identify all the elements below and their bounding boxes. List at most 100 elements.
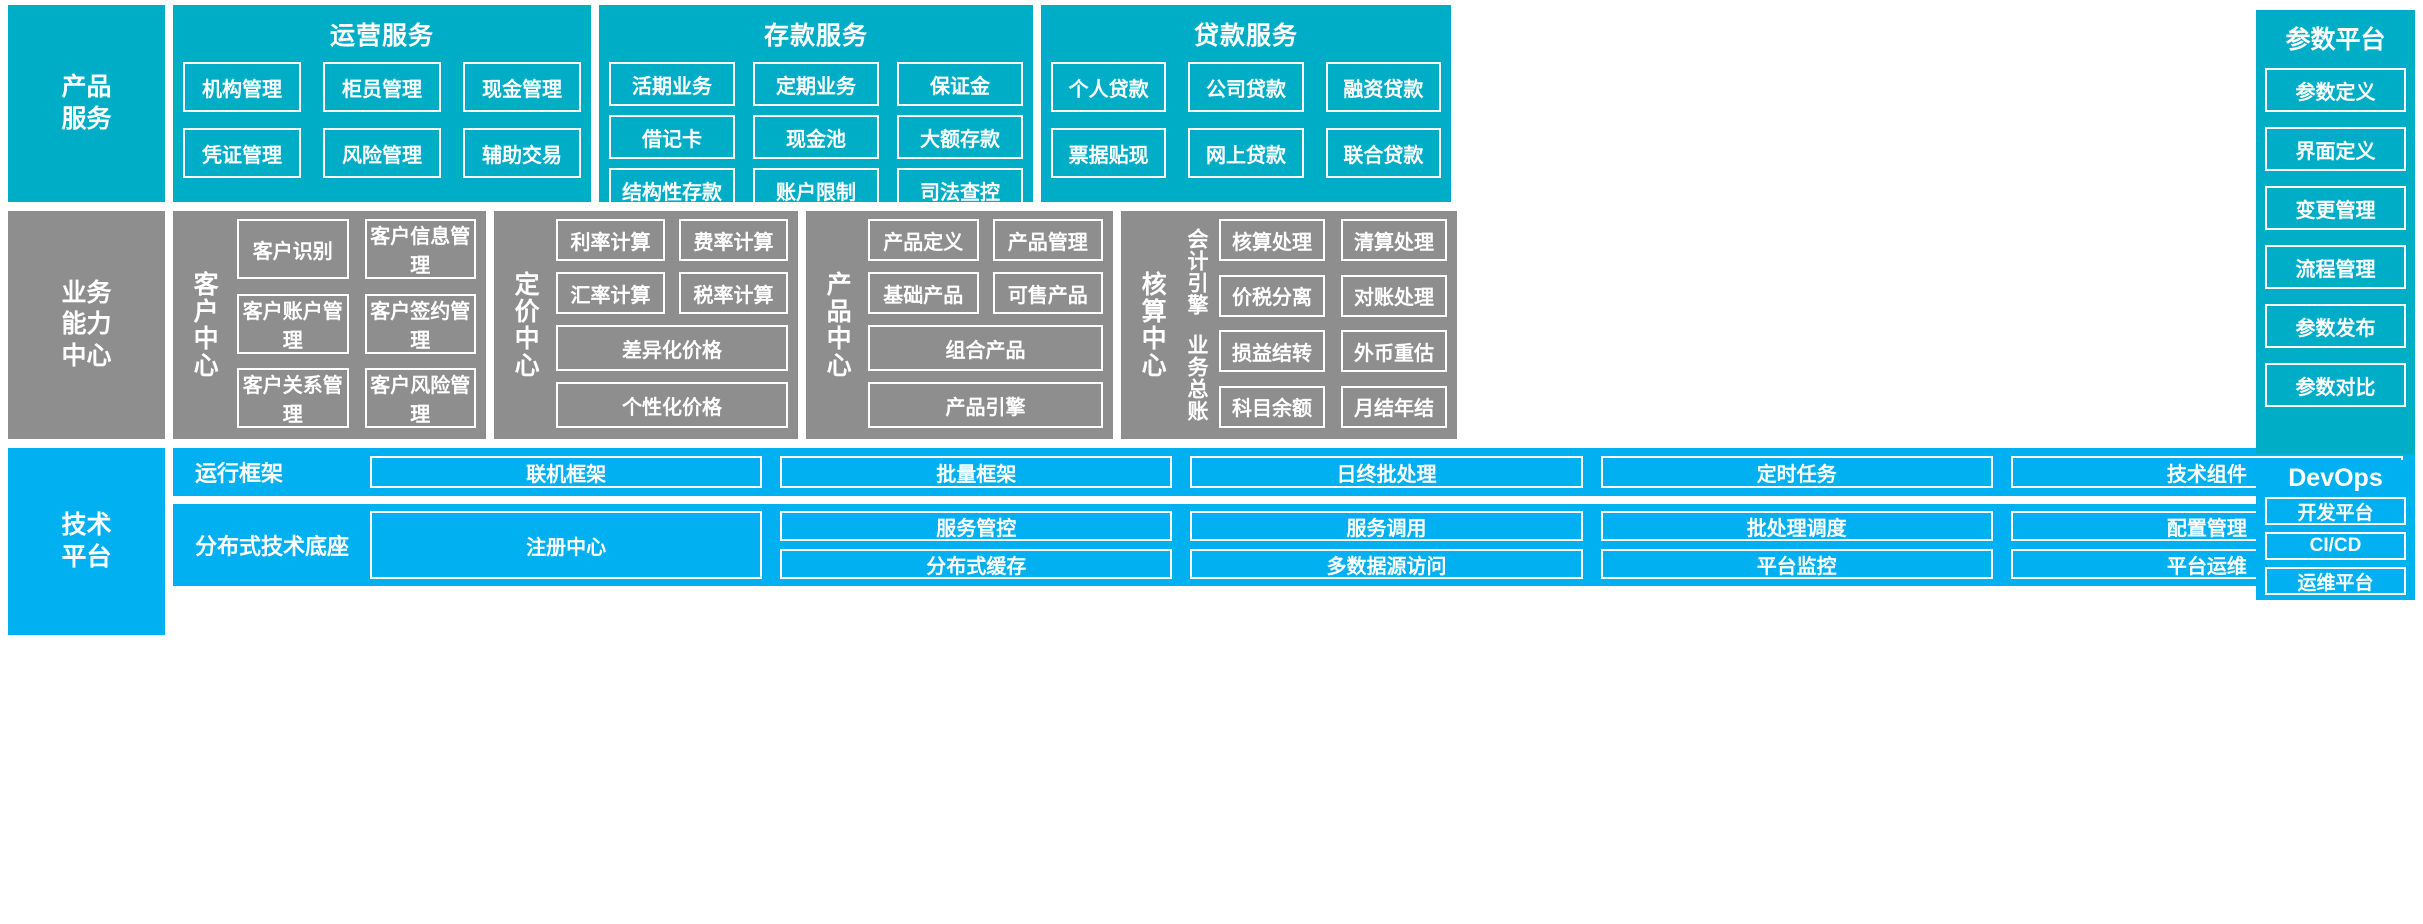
capability-cell[interactable]: 产品定义 [868, 219, 979, 261]
service-cell[interactable]: 个人贷款 [1051, 62, 1167, 112]
group-loan-services: 贷款服务 个人贷款 公司贷款 融资贷款 票据贴现 网上贷款 联合贷款 [1041, 5, 1451, 202]
row-label-business-capability-text: 业务能力中心 [61, 279, 112, 370]
capability-cell[interactable]: 客户风险管理 [364, 368, 476, 429]
parameter-platform-panel: 参数平台 参数定义 界面定义 变更管理 流程管理 参数发布 参数对比 [2256, 10, 2415, 454]
parameter-cell[interactable]: 参数对比 [2265, 363, 2406, 407]
group-operation-services: 运营服务 机构管理 柜员管理 现金管理 凭证管理 风险管理 辅助交易 [173, 5, 591, 202]
devops-panel: DevOps 开发平台 CI/CD 运维平台 [2256, 460, 2415, 600]
group-title-operation-services: 运营服务 [329, 22, 434, 50]
capability-cell[interactable]: 客户账户管理 [237, 293, 349, 354]
devops-cell[interactable]: 运维平台 [2265, 567, 2406, 595]
parameter-cell[interactable]: 界面定义 [2265, 127, 2406, 171]
service-cell[interactable]: 账户限制 [753, 168, 879, 212]
parameter-cell[interactable]: 变更管理 [2265, 186, 2406, 230]
capability-cell[interactable]: 月结年结 [1341, 385, 1447, 428]
row-label-product-services-text: 产品服务 [61, 73, 112, 133]
tech-cell-registry[interactable]: 注册中心 [370, 511, 763, 579]
service-cell[interactable]: 辅助交易 [463, 128, 581, 178]
service-cell[interactable]: 司法查控 [897, 168, 1023, 212]
tech-cell[interactable]: 批量框架 [780, 456, 1173, 488]
accounting-sublabels: 会计引擎 业务总账 [1181, 219, 1211, 431]
devops-cell[interactable]: 开发平台 [2265, 497, 2406, 525]
capability-cell[interactable]: 可售产品 [992, 272, 1103, 314]
devops-title: DevOps [2288, 464, 2383, 492]
capability-cell[interactable]: 对账处理 [1341, 274, 1447, 317]
group-title-deposit-services: 存款服务 [763, 22, 868, 50]
accounting-sublabel-ledger: 业务总账 [1185, 334, 1209, 422]
service-cell[interactable]: 现金池 [753, 115, 879, 159]
parameter-platform-items: 参数定义 界面定义 变更管理 流程管理 参数发布 参数对比 [2265, 68, 2406, 446]
group-items-loan-services: 个人贷款 公司贷款 融资贷款 票据贴现 网上贷款 联合贷款 [1051, 62, 1441, 178]
service-cell[interactable]: 结构性存款 [609, 168, 735, 212]
capability-cell[interactable]: 差异化价格 [556, 325, 788, 371]
group-title-loan-services: 贷款服务 [1193, 22, 1298, 50]
tech-cell[interactable]: 定时任务 [1600, 456, 1993, 488]
distributed-foundation-label: 分布式技术底座 [195, 534, 350, 559]
capability-cell[interactable]: 利率计算 [556, 219, 665, 261]
service-cell[interactable]: 活期业务 [609, 62, 735, 106]
capability-cell[interactable]: 外币重估 [1341, 330, 1447, 372]
parameter-platform-title: 参数平台 [2285, 26, 2386, 54]
group-items-operation-services: 机构管理 柜员管理 现金管理 凭证管理 风险管理 辅助交易 [183, 62, 581, 178]
capability-cell[interactable]: 客户识别 [237, 219, 349, 279]
tech-cell[interactable]: 日终批处理 [1190, 456, 1583, 488]
service-cell[interactable]: 联合贷款 [1325, 128, 1441, 178]
row-label-business-capability: 业务能力中心 [8, 211, 165, 439]
service-cell[interactable]: 网上贷款 [1188, 128, 1304, 178]
capability-cell[interactable]: 组合产品 [868, 325, 1103, 371]
row-label-technical-platform: 技术平台 [8, 448, 165, 635]
capability-cell[interactable]: 产品管理 [992, 219, 1103, 261]
capability-cell[interactable]: 产品引擎 [868, 382, 1103, 428]
devops-cell[interactable]: CI/CD [2265, 532, 2406, 560]
service-cell[interactable]: 借记卡 [609, 115, 735, 159]
service-cell[interactable]: 票据贴现 [1051, 128, 1167, 178]
technical-platform-band: 技术平台 运行框架 联机框架 批量框架 日终批处理 定时任务 技术组件 分布式技… [8, 448, 2415, 635]
service-cell[interactable]: 现金管理 [463, 62, 581, 112]
tech-cell[interactable]: 联机框架 [370, 456, 763, 488]
distributed-foundation-items: 注册中心 服务管控 服务调用 批处理调度 配置管理 分布式缓存 多数据源访问 平… [370, 511, 2403, 579]
capability-cell[interactable]: 客户关系管理 [237, 368, 349, 429]
capability-cell[interactable]: 客户信息管理 [364, 219, 476, 279]
capability-cell[interactable]: 客户签约管理 [364, 293, 476, 354]
parameter-cell[interactable]: 参数定义 [2265, 68, 2406, 112]
tech-cell[interactable]: 服务管控 [780, 511, 1173, 541]
capability-cell[interactable]: 科目余额 [1219, 385, 1326, 428]
capability-cell[interactable]: 汇率计算 [556, 272, 665, 314]
capability-cell[interactable]: 个性化价格 [556, 382, 788, 428]
service-cell[interactable]: 定期业务 [753, 62, 879, 106]
devops-items: 开发平台 CI/CD 运维平台 [2265, 497, 2406, 595]
capability-cell[interactable]: 税率计算 [679, 272, 788, 314]
capability-cell[interactable]: 价税分离 [1219, 274, 1326, 317]
center-pricing: 定价中心 利率计算 费率计算 汇率计算 税率计算 差异化价格 个性化价格 [494, 211, 798, 439]
center-items-customer: 客户识别 客户信息管理 客户账户管理 客户签约管理 客户关系管理 客户风险管理 [237, 219, 476, 431]
capability-cell[interactable]: 核算处理 [1219, 219, 1326, 261]
tech-cell[interactable]: 批处理调度 [1600, 511, 1993, 541]
center-accounting-columns: 会计引擎 业务总账 核算处理 清算处理 价税分离 对账处理 损益结转 外币重估 … [1181, 219, 1447, 431]
service-cell[interactable]: 融资贷款 [1325, 62, 1441, 112]
center-label-accounting: 核算中心 [1138, 271, 1167, 379]
center-items-product: 产品定义 产品管理 基础产品 可售产品 组合产品 产品引擎 [868, 219, 1103, 431]
center-customer: 客户中心 客户识别 客户信息管理 客户账户管理 客户签约管理 客户关系管理 客户… [173, 211, 486, 439]
capability-cell[interactable]: 损益结转 [1219, 330, 1326, 372]
service-cell[interactable]: 机构管理 [183, 62, 301, 112]
group-deposit-services: 存款服务 活期业务 定期业务 保证金 借记卡 现金池 大额存款 结构性存款 账户… [599, 5, 1033, 212]
accounting-sublabel-engine: 会计引擎 [1185, 228, 1209, 316]
row-label-technical-platform-text: 技术平台 [61, 511, 112, 571]
parameter-cell[interactable]: 参数发布 [2265, 304, 2406, 348]
capability-cell[interactable]: 清算处理 [1341, 219, 1447, 261]
capability-cell[interactable]: 费率计算 [679, 219, 788, 261]
service-cell[interactable]: 大额存款 [897, 115, 1023, 159]
tech-cell[interactable]: 多数据源访问 [1190, 549, 1583, 579]
service-cell[interactable]: 公司贷款 [1188, 62, 1304, 112]
center-label-pricing: 定价中心 [511, 271, 540, 379]
capability-cell[interactable]: 基础产品 [868, 272, 979, 314]
service-cell[interactable]: 凭证管理 [183, 128, 301, 178]
parameter-cell[interactable]: 流程管理 [2265, 245, 2406, 289]
tech-cell[interactable]: 分布式缓存 [780, 549, 1173, 579]
service-cell[interactable]: 风险管理 [323, 128, 441, 178]
tech-cell[interactable]: 服务调用 [1190, 511, 1583, 541]
service-cell[interactable]: 柜员管理 [323, 62, 441, 112]
tech-cell[interactable]: 平台监控 [1600, 549, 1993, 579]
service-cell[interactable]: 保证金 [897, 62, 1023, 106]
center-items-pricing: 利率计算 费率计算 汇率计算 税率计算 差异化价格 个性化价格 [556, 219, 788, 431]
